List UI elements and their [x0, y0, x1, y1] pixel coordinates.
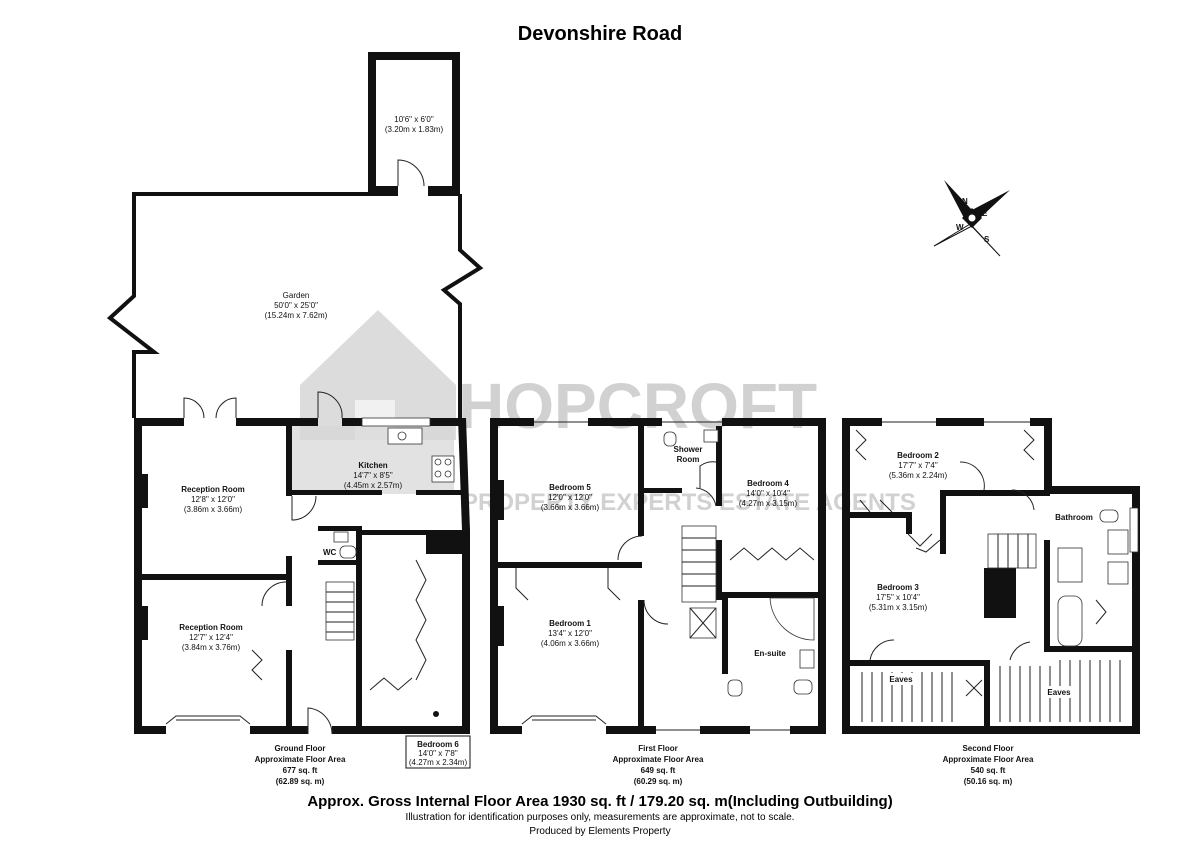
- bedroom2-metric: (5.36m x 2.24m): [889, 471, 948, 480]
- second-floor-caption-1: Second Floor: [962, 744, 1013, 753]
- bedroom1-metric: (4.06m x 3.66m): [541, 639, 600, 648]
- bedroom4-size: 14'0" x 10'4": [746, 489, 790, 498]
- eaves1-name: Eaves: [889, 675, 913, 684]
- kitchen-size: 14'7" x 8'5": [353, 471, 393, 480]
- eaves2-name: Eaves: [1047, 688, 1071, 697]
- bedroom6-size: 14'0" x 7'8": [418, 749, 458, 758]
- garden-metric: (15.24m x 7.62m): [265, 311, 328, 320]
- reception2-size: 12'7" x 12'4": [189, 633, 233, 642]
- first-floor-caption-2: Approximate Floor Area: [613, 755, 704, 764]
- ensuite-name: En-suite: [754, 649, 786, 658]
- compass-s: S: [984, 235, 990, 244]
- garden-size: 50'0" x 25'0": [274, 301, 318, 310]
- ground-floor-caption-3: 677 sq. ft: [283, 766, 318, 775]
- bedroom5-name: Bedroom 5: [549, 483, 591, 492]
- reception2-name: Reception Room: [179, 623, 243, 632]
- reception1-metric: (3.86m x 3.66m): [184, 505, 243, 514]
- shower-room-name-2: Room: [677, 455, 700, 464]
- bedroom6-name: Bedroom 6: [417, 740, 459, 749]
- first-floor-caption-4: (60.29 sq. m): [634, 777, 683, 786]
- second-floor-caption-3: 540 sq. ft: [971, 766, 1006, 775]
- bedroom3-metric: (5.31m x 3.15m): [869, 603, 928, 612]
- eaves-hatch: [861, 660, 1121, 722]
- garden-label: Garden: [283, 291, 310, 300]
- second-floor: Bedroom 2 17'7" x 7'4" (5.36m x 2.24m) B…: [842, 418, 1140, 786]
- bathroom-name: Bathroom: [1055, 513, 1093, 522]
- first-floor-caption-1: First Floor: [638, 744, 678, 753]
- reception1-name: Reception Room: [181, 485, 245, 494]
- bedroom4-name: Bedroom 4: [747, 479, 789, 488]
- plan-title: Devonshire Road: [518, 23, 682, 45]
- ground-floor-caption-1: Ground Floor: [274, 744, 325, 753]
- ground-floor: WC Reception Room 12'8" x 12'0" (3.86m x…: [134, 391, 471, 786]
- ground-floor-caption-4: (62.89 sq. m): [276, 777, 325, 786]
- bedroom1-name: Bedroom 1: [549, 619, 591, 628]
- bedroom4-metric: (4.27m x 3.15m): [739, 499, 798, 508]
- compass-n: N: [962, 197, 968, 206]
- first-floor-caption-3: 649 sq. ft: [641, 766, 676, 775]
- producer: Produced by Elements Property: [529, 826, 670, 837]
- watermark: HOPCROFT PROPERTY EXPERTS ESTATE AGENTS: [300, 310, 916, 516]
- watermark-tagline: PROPERTY EXPERTS ESTATE AGENTS: [462, 489, 916, 516]
- disclaimer: Illustration for identification purposes…: [406, 812, 795, 823]
- ground-floor-caption-2: Approximate Floor Area: [255, 755, 346, 764]
- first-floor: Bedroom 5 12'0" x 12'0" (3.66m x 3.66m) …: [490, 418, 826, 786]
- outbuilding-size: 10'6" x 6'0": [394, 115, 434, 124]
- kitchen-metric: (4.45m x 2.57m): [344, 481, 403, 490]
- watermark-house-icon: [300, 310, 456, 440]
- reception1-size: 12'8" x 12'0": [191, 495, 235, 504]
- watermark-brand: HOPCROFT: [458, 370, 817, 442]
- kitchen-name: Kitchen: [358, 461, 387, 470]
- bedroom3-name: Bedroom 3: [877, 583, 919, 592]
- bedroom2-name: Bedroom 2: [897, 451, 939, 460]
- bedroom5-size: 12'0" x 12'0": [548, 493, 592, 502]
- outbuilding: 10'6" x 6'0" (3.20m x 1.83m): [368, 52, 460, 196]
- wc-label: WC: [323, 548, 337, 557]
- garden: Garden 50'0" x 25'0" (15.24m x 7.62m): [106, 192, 484, 418]
- compass-w: W: [956, 223, 964, 232]
- bedroom3-size: 17'5" x 10'4": [876, 593, 920, 602]
- shower-room-name-1: Shower: [674, 445, 703, 454]
- second-floor-caption-2: Approximate Floor Area: [943, 755, 1034, 764]
- bedroom2-size: 17'7" x 7'4": [898, 461, 938, 470]
- bedroom6-metric: (4.27m x 2.34m): [409, 758, 468, 767]
- gross-area: Approx. Gross Internal Floor Area 1930 s…: [307, 793, 892, 810]
- bedroom5-metric: (3.66m x 3.66m): [541, 503, 600, 512]
- second-floor-caption-4: (50.16 sq. m): [964, 777, 1013, 786]
- reception2-metric: (3.84m x 3.76m): [182, 643, 241, 652]
- outbuilding-metric: (3.20m x 1.83m): [385, 125, 444, 134]
- compass-e: E: [982, 209, 988, 218]
- bedroom1-size: 13'4" x 12'0": [548, 629, 592, 638]
- compass-rose-icon: N E S W: [933, 180, 1010, 257]
